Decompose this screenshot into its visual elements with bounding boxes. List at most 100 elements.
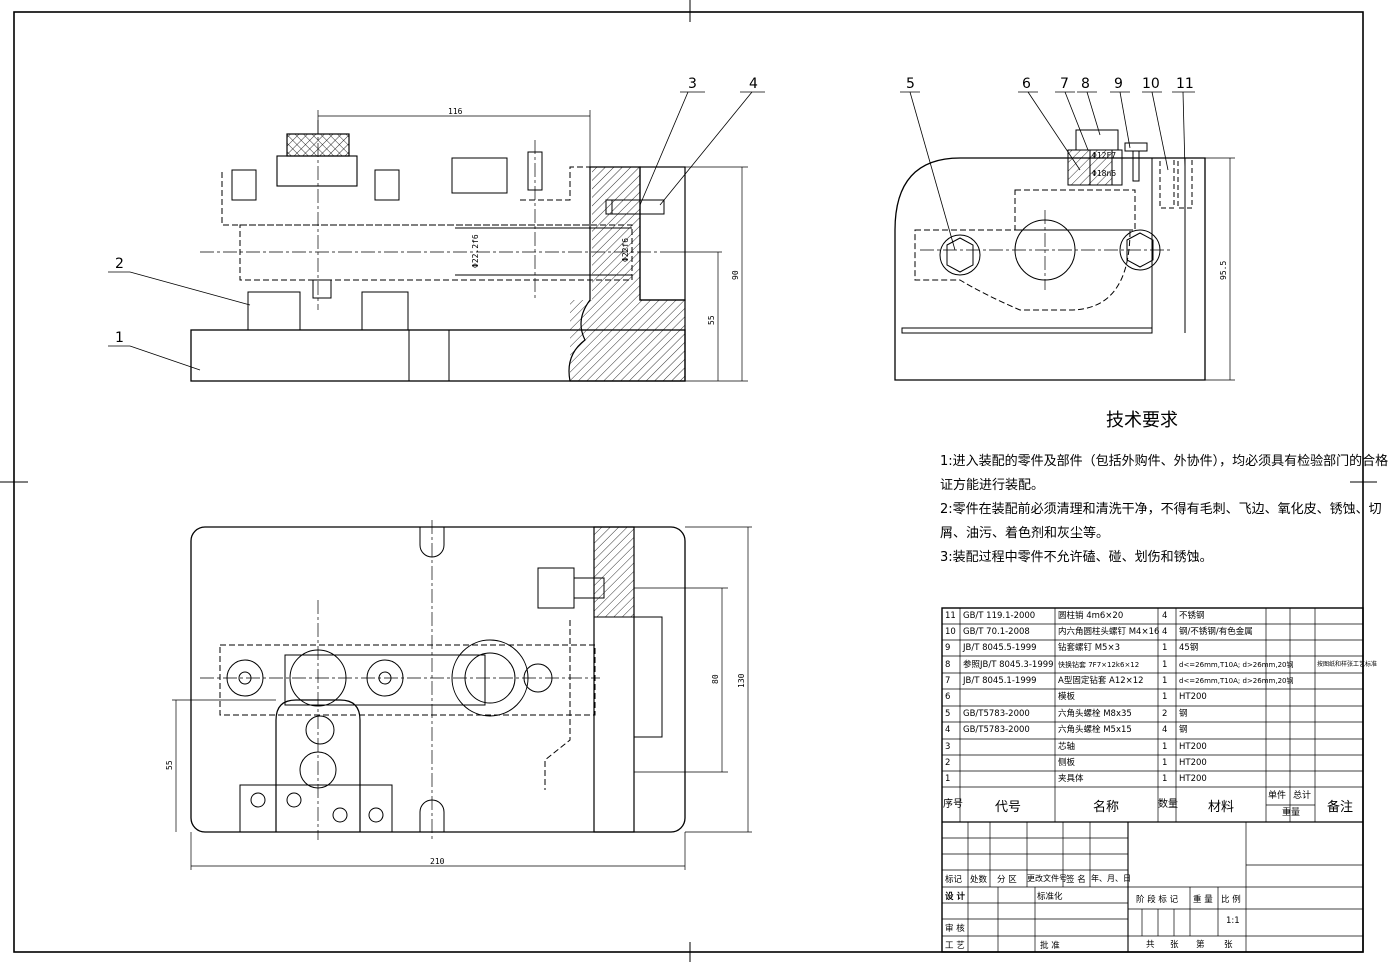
bom-material: 钢	[1179, 725, 1188, 735]
bom-note: 按图纸和样张工艺标准	[1317, 661, 1378, 668]
bom-header-material: 材料	[1208, 800, 1235, 815]
bom-qty: 1	[1162, 643, 1168, 653]
callout-4: 4	[749, 76, 758, 92]
bom-material: 不锈钢	[1179, 611, 1205, 621]
bom-code: JB/T 8045.1-1999	[963, 676, 1037, 686]
dim-front-length: 116	[448, 107, 463, 116]
tb-date: 年、月、日	[1091, 874, 1131, 883]
tech-line-2: 证方能进行装配。	[940, 478, 1045, 493]
bom-header-note: 备注	[1327, 800, 1354, 815]
dim-top-offset: 55	[165, 760, 174, 770]
tb-standardize: 标准化	[1037, 892, 1063, 902]
bom-no: 9	[945, 643, 951, 653]
callout-9: 9	[1114, 76, 1123, 92]
dim-front-height: 90	[731, 270, 740, 280]
dim-top-span: 80	[711, 674, 720, 684]
bom-name: A型固定钻套 A12×12	[1058, 676, 1144, 686]
bom-name: 芯轴	[1058, 742, 1076, 752]
bom-material: HT200	[1179, 742, 1207, 752]
top-view	[172, 520, 752, 870]
front-view	[108, 91, 765, 382]
bom-no: 4	[945, 725, 951, 735]
tb-sheets: 张	[1170, 940, 1179, 950]
tech-line-3: 2:零件在装配前必须清理和清洗干净，不得有毛刺、飞边、氧化皮、锈蚀、切	[940, 502, 1382, 517]
tb-approve: 批 准	[1040, 941, 1060, 951]
bom-material: HT200	[1179, 758, 1207, 768]
bom-no: 8	[945, 660, 951, 670]
bom-name: 夹具体	[1058, 774, 1084, 784]
bom-qty: 1	[1162, 774, 1168, 784]
tech-line-4: 屑、油污、着色剂和灰尘等。	[940, 526, 1110, 541]
tb-weight: 重 量	[1193, 895, 1213, 905]
bom-material: HT200	[1179, 692, 1207, 702]
bom-qty: 1	[1162, 742, 1168, 752]
callout-6: 6	[1022, 76, 1031, 92]
bom-material: d<=26mm,T10A; d>26mm,20钢	[1179, 677, 1294, 685]
callout-1: 1	[115, 330, 124, 346]
bom-qty: 1	[1162, 676, 1168, 686]
tb-total: 共	[1146, 940, 1155, 950]
dim-front-dia-core: Φ22.2f6	[471, 234, 480, 268]
bom-name: 快换钻套 7F7×12k6×12	[1058, 661, 1140, 669]
dim-side-dia-a: Φ12F7	[1092, 151, 1116, 160]
bom-header-total-weight: 总计	[1293, 791, 1312, 801]
bom-header-code: 代号	[995, 800, 1022, 815]
dim-top-width: 210	[430, 857, 445, 866]
bom-qty: 4	[1162, 627, 1168, 637]
bom-material: HT200	[1179, 774, 1207, 784]
dim-side-dia-b: Φ18n6	[1092, 169, 1116, 178]
bom-no: 7	[945, 676, 951, 686]
tb-sign: 签 名	[1066, 875, 1086, 885]
bom-header-unit-weight: 单件	[1268, 791, 1287, 801]
bom-no: 3	[945, 742, 951, 752]
bom-material: 钢/不锈钢/有色金属	[1179, 627, 1253, 637]
tb-design: 设 计	[945, 892, 965, 902]
tech-title: 技术要求	[1106, 410, 1178, 431]
tb-stage-mark: 阶 段 标 记	[1136, 895, 1179, 905]
bom-qty: 1	[1162, 758, 1168, 768]
side-view	[894, 91, 1235, 381]
callout-8: 8	[1081, 76, 1090, 92]
tb-sheet-unit: 张	[1224, 940, 1233, 950]
tech-line-1: 1:进入装配的零件及部件（包括外购件、外协件），均必须具有检验部门的合格	[940, 454, 1388, 469]
callout-2: 2	[115, 256, 124, 272]
bom-material: 45钢	[1179, 643, 1199, 653]
dim-front-center: 55	[707, 315, 716, 325]
tb-change-doc: 更改文件号	[1027, 874, 1067, 883]
bom-header-weight: 重量	[1282, 808, 1301, 818]
bom-qty: 1	[1162, 692, 1168, 702]
tech-line-5: 3:装配过程中零件不允许磕、碰、划伤和锈蚀。	[940, 550, 1213, 565]
tb-process: 工 艺	[945, 941, 965, 951]
bom-code: JB/T 8045.5-1999	[963, 643, 1037, 653]
bom-name: 六角头螺栓 M8x35	[1058, 709, 1132, 719]
bom-material: 钢	[1179, 709, 1188, 719]
bom-code: 参照JB/T 8045.3-1999	[963, 660, 1054, 670]
bom-no: 10	[945, 627, 956, 637]
tb-zone: 分 区	[997, 875, 1017, 885]
tb-scale: 比 例	[1221, 895, 1241, 905]
bom-no: 5	[945, 709, 951, 719]
callout-11: 11	[1176, 76, 1194, 92]
bom-name: 模板	[1058, 692, 1076, 702]
bom-no: 11	[945, 611, 956, 621]
bom-name: 圆柱销 4m6×20	[1058, 611, 1124, 621]
dim-side-height: 95.5	[1219, 261, 1228, 280]
bom-qty: 4	[1162, 611, 1168, 621]
bom-code: GB/T 70.1-2008	[963, 627, 1030, 637]
bom-qty: 1	[1162, 660, 1168, 670]
bom-material: d<=26mm,T10A; d>26mm,20钢	[1179, 661, 1294, 669]
callout-5: 5	[906, 76, 915, 92]
bom-qty: 4	[1162, 725, 1168, 735]
bom-no: 1	[945, 774, 951, 784]
bom-code: GB/T5783-2000	[963, 725, 1030, 735]
bom-grid	[941, 607, 1364, 953]
bom-no: 6	[945, 692, 951, 702]
tb-count: 处数	[970, 875, 988, 885]
bom-code: GB/T5783-2000	[963, 709, 1030, 719]
dim-top-height: 130	[737, 673, 746, 688]
bom-name: 钻套螺钉 M5×3	[1058, 643, 1120, 653]
callout-3: 3	[688, 76, 697, 92]
callout-7: 7	[1060, 76, 1069, 92]
